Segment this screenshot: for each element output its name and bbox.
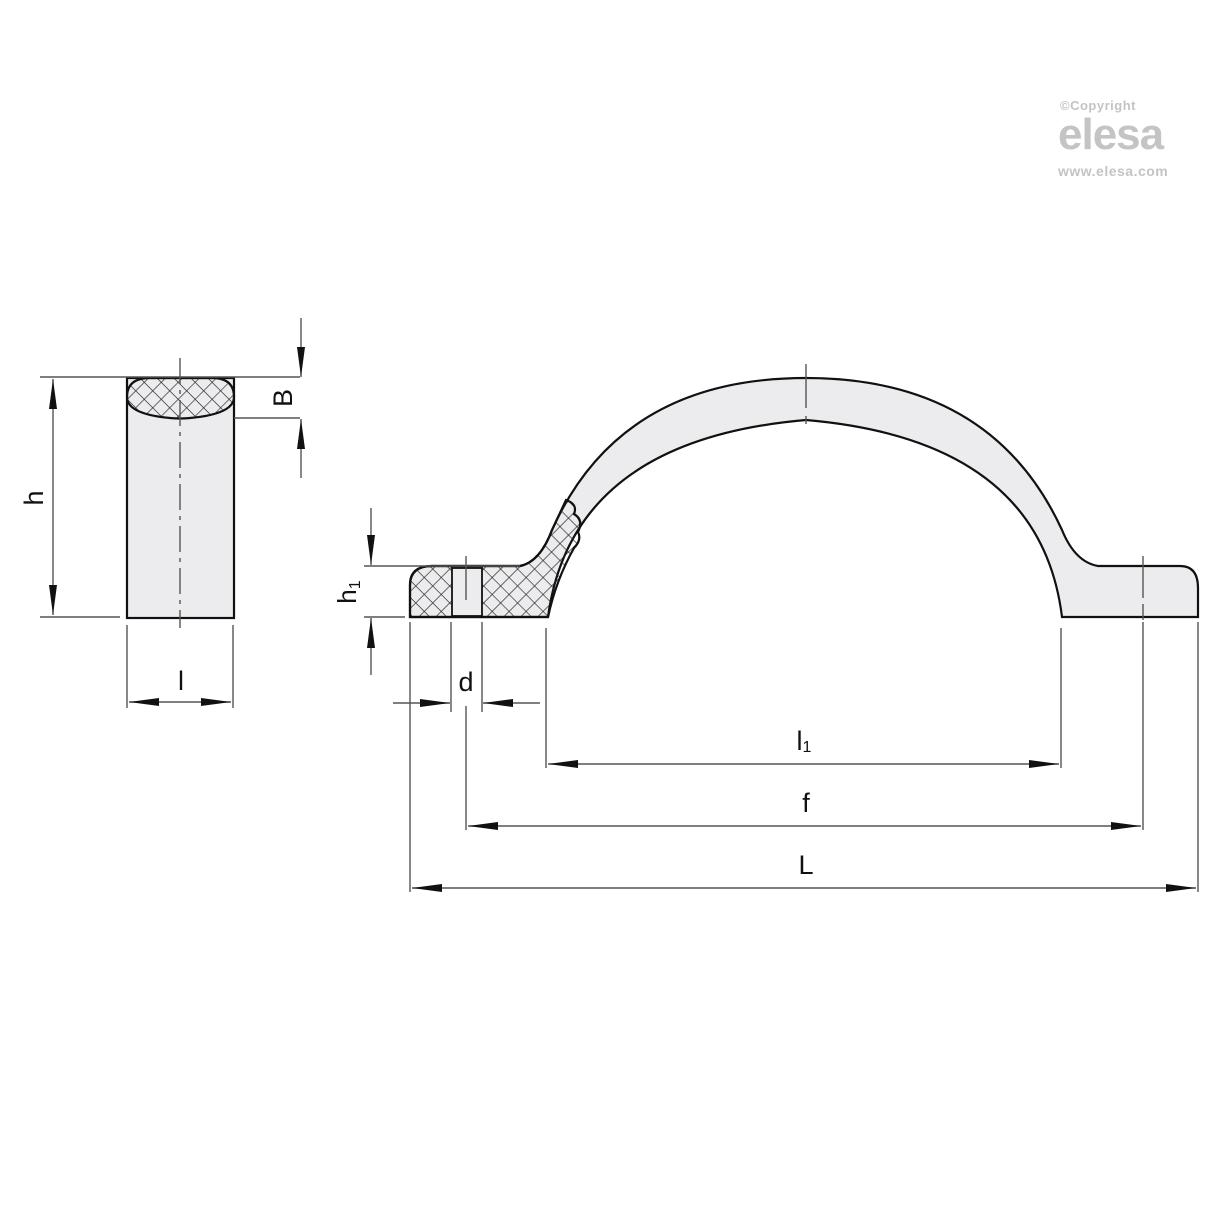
copyright-text: ©Copyright bbox=[1060, 98, 1136, 113]
elesa-logo: elesa bbox=[1058, 110, 1164, 159]
label-l: l bbox=[178, 666, 184, 696]
label-l1: l1 bbox=[797, 726, 812, 756]
website-url: www.elesa.com bbox=[1058, 163, 1169, 179]
elesa-watermark: ©Copyright elesa www.elesa.com bbox=[1058, 98, 1208, 179]
side-view: h B l bbox=[19, 318, 305, 708]
label-d: d bbox=[458, 667, 473, 697]
handle-section-hatch bbox=[408, 498, 582, 619]
label-h: h bbox=[19, 490, 49, 505]
label-B: B bbox=[268, 389, 298, 407]
insert-hole bbox=[451, 567, 483, 617]
label-L: L bbox=[798, 850, 813, 880]
label-h1: h1 bbox=[332, 580, 364, 603]
front-view: h1 d l1 f L bbox=[332, 364, 1200, 892]
label-f: f bbox=[802, 788, 810, 818]
side-view-section-cap bbox=[125, 376, 236, 420]
